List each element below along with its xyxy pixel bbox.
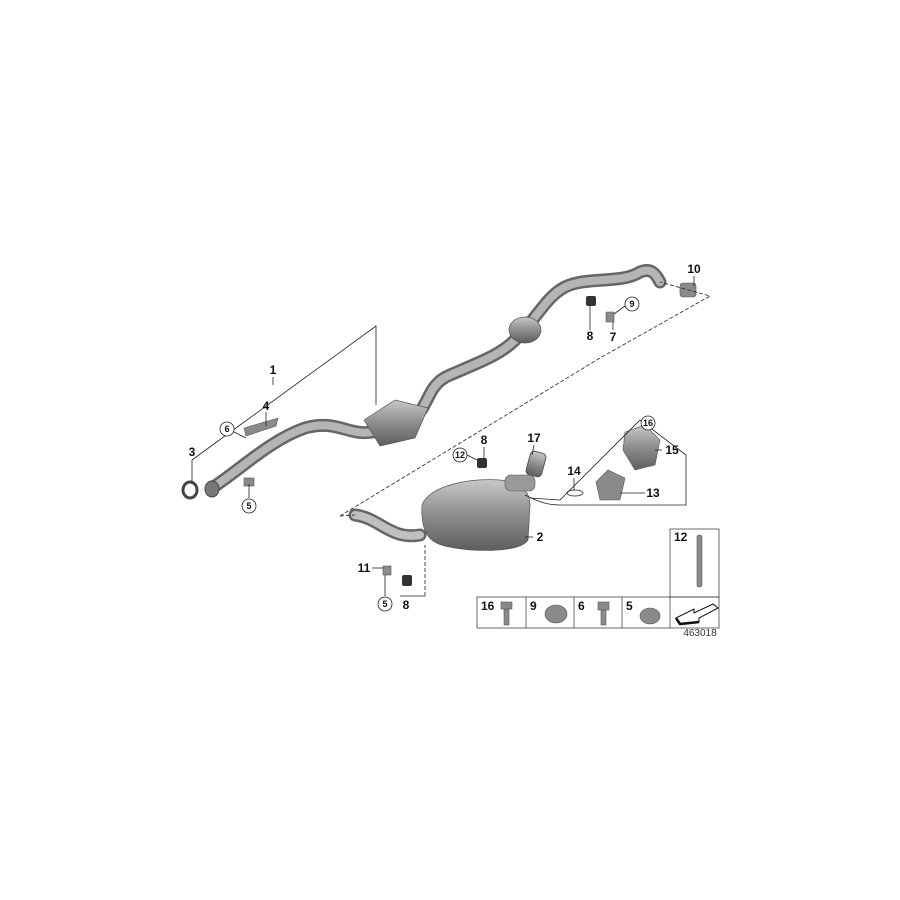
rubber-mount-8-low [402,575,412,586]
hanger-7 [605,311,615,323]
assembly-bracket-dashed [339,281,712,517]
callout-6-circled: 6 [224,424,229,434]
legend-label-5: 5 [626,599,633,613]
stud-icon [696,534,703,588]
callout-17: 17 [527,431,541,445]
rear-muffler-assembly [348,474,536,551]
rubber-mount-8-top [586,296,596,306]
callout-11: 11 [358,561,371,575]
callout-7: 7 [610,330,617,344]
rubber-mount-8-mid [477,458,487,468]
front-pipe-assembly [204,264,667,498]
legend-label-9: 9 [530,599,537,613]
catalytic-converter [508,316,542,344]
callout-16-circled: 16 [643,418,653,428]
center-muffler [363,399,429,447]
legend-label-6: 6 [578,599,585,613]
callout-5-circled: 5 [246,501,251,511]
diagram-reference-number: 463018 [683,628,717,639]
callout-13: 13 [646,486,660,500]
callout-3: 3 [189,445,196,459]
callout-8-mid: 8 [481,433,488,447]
actuator-bracket-13 [595,469,626,501]
clamp-3 [181,480,199,500]
hanger-11 [382,565,392,576]
rear-muffler [421,479,531,551]
hex-bolt-icon [597,601,610,611]
callout-9-circled: 9 [629,299,634,309]
hex-nut-icon [639,607,661,625]
callout-1: 1 [270,363,277,377]
assembly-bracket-1 [191,325,377,484]
legend-stud-label: 12 [674,530,688,544]
callout-12-circled: 12 [455,450,465,460]
legend-label-16: 16 [481,599,495,613]
actuator-group-bracket [524,419,687,506]
callout-14: 14 [567,464,581,478]
callout-2: 2 [537,530,544,544]
fastener-legend: 12 16 9 6 5 [476,528,720,629]
hex-bolt-icon [500,601,513,610]
callout-5-circled-lower: 5 [382,599,387,609]
callout-15: 15 [665,443,679,457]
pipe-connector-17 [525,450,547,478]
callout-8-top: 8 [587,329,594,343]
callout-4: 4 [263,399,270,413]
bracket-4 [243,417,279,437]
callout-10: 10 [687,262,701,276]
callout-8-low: 8 [403,598,410,612]
flange-nut-icon [544,604,568,624]
pipe-inlet [204,480,220,498]
